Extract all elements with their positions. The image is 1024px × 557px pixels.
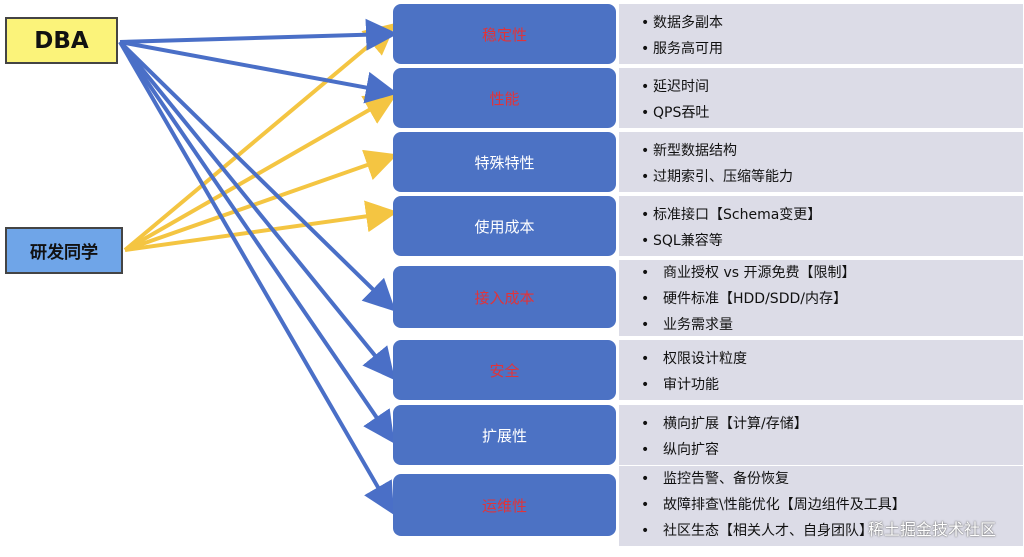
list-item: 数据多副本 (641, 10, 1023, 36)
category-scalability: 扩展性 (393, 405, 616, 465)
list-item: 过期索引、压缩等能力 (641, 164, 1023, 190)
detail-access-cost: 商业授权 vs 开源免费【限制】 硬件标准【HDD/SDD/内存】 业务需求量 (619, 260, 1023, 338)
arrow-dba-security (118, 40, 396, 381)
category-usage-cost: 使用成本 (393, 196, 616, 256)
list-item: 新型数据结构 (641, 138, 1023, 164)
detail-operability: 监控告警、备份恢复 故障排查\性能优化【周边组件及工具】 社区生态【相关人才、自… (619, 466, 1023, 546)
list-item: 硬件标准【HDD/SDD/内存】 (641, 286, 1023, 312)
list-item: 审计功能 (641, 372, 1023, 398)
arrow-dba-scalability (118, 40, 395, 444)
category-performance: 性能 (393, 68, 616, 128)
detail-usage-cost: 标准接口【Schema变更】 SQL兼容等 (619, 196, 1023, 256)
arrow-dba-performance (119, 40, 398, 104)
list-item: QPS吞吐 (641, 100, 1023, 126)
list-item: SQL兼容等 (641, 228, 1023, 254)
arrow-dev-stability (123, 22, 397, 252)
category-security: 安全 (393, 340, 616, 400)
list-item: 服务高可用 (641, 36, 1023, 62)
arrow-dba-stability (119, 18, 398, 51)
list-item: 社区生态【相关人才、自身团队】 (641, 518, 1023, 544)
arrow-dba-ops (118, 40, 395, 515)
list-item: 延迟时间 (641, 74, 1023, 100)
watermark-text: 稀土掘金技术社区 (868, 520, 997, 539)
list-item: 标准接口【Schema变更】 (641, 202, 1023, 228)
arrow-dev-cost (124, 200, 398, 252)
list-item: 商业授权 vs 开源免费【限制】 (641, 260, 1023, 286)
list-item: 横向扩展【计算/存储】 (641, 411, 1023, 437)
detail-security: 权限设计粒度 审计功能 (619, 340, 1023, 400)
category-stability: 稳定性 (393, 4, 616, 64)
list-item: 业务需求量 (641, 312, 1023, 338)
developer-role-box: 研发同学 (5, 227, 123, 274)
list-item: 故障排查\性能优化【周边组件及工具】 (641, 492, 1023, 518)
category-operability: 运维性 (393, 474, 616, 536)
arrow-dev-special (124, 149, 398, 252)
list-item: 纵向扩容 (641, 437, 1023, 463)
list-item: 权限设计粒度 (641, 346, 1023, 372)
category-special-features: 特殊特性 (393, 132, 616, 192)
category-access-cost: 接入成本 (393, 266, 616, 328)
dba-role-box: DBA (5, 17, 118, 64)
detail-stability: 数据多副本 服务高可用 (619, 4, 1023, 64)
detail-special-features: 新型数据结构 过期索引、压缩等能力 (619, 132, 1023, 192)
arrow-dba-access (118, 40, 396, 312)
detail-performance: 延迟时间 QPS吞吐 (619, 68, 1023, 128)
detail-scalability: 横向扩展【计算/存储】 纵向扩容 (619, 405, 1023, 465)
list-item: 监控告警、备份恢复 (641, 466, 1023, 492)
